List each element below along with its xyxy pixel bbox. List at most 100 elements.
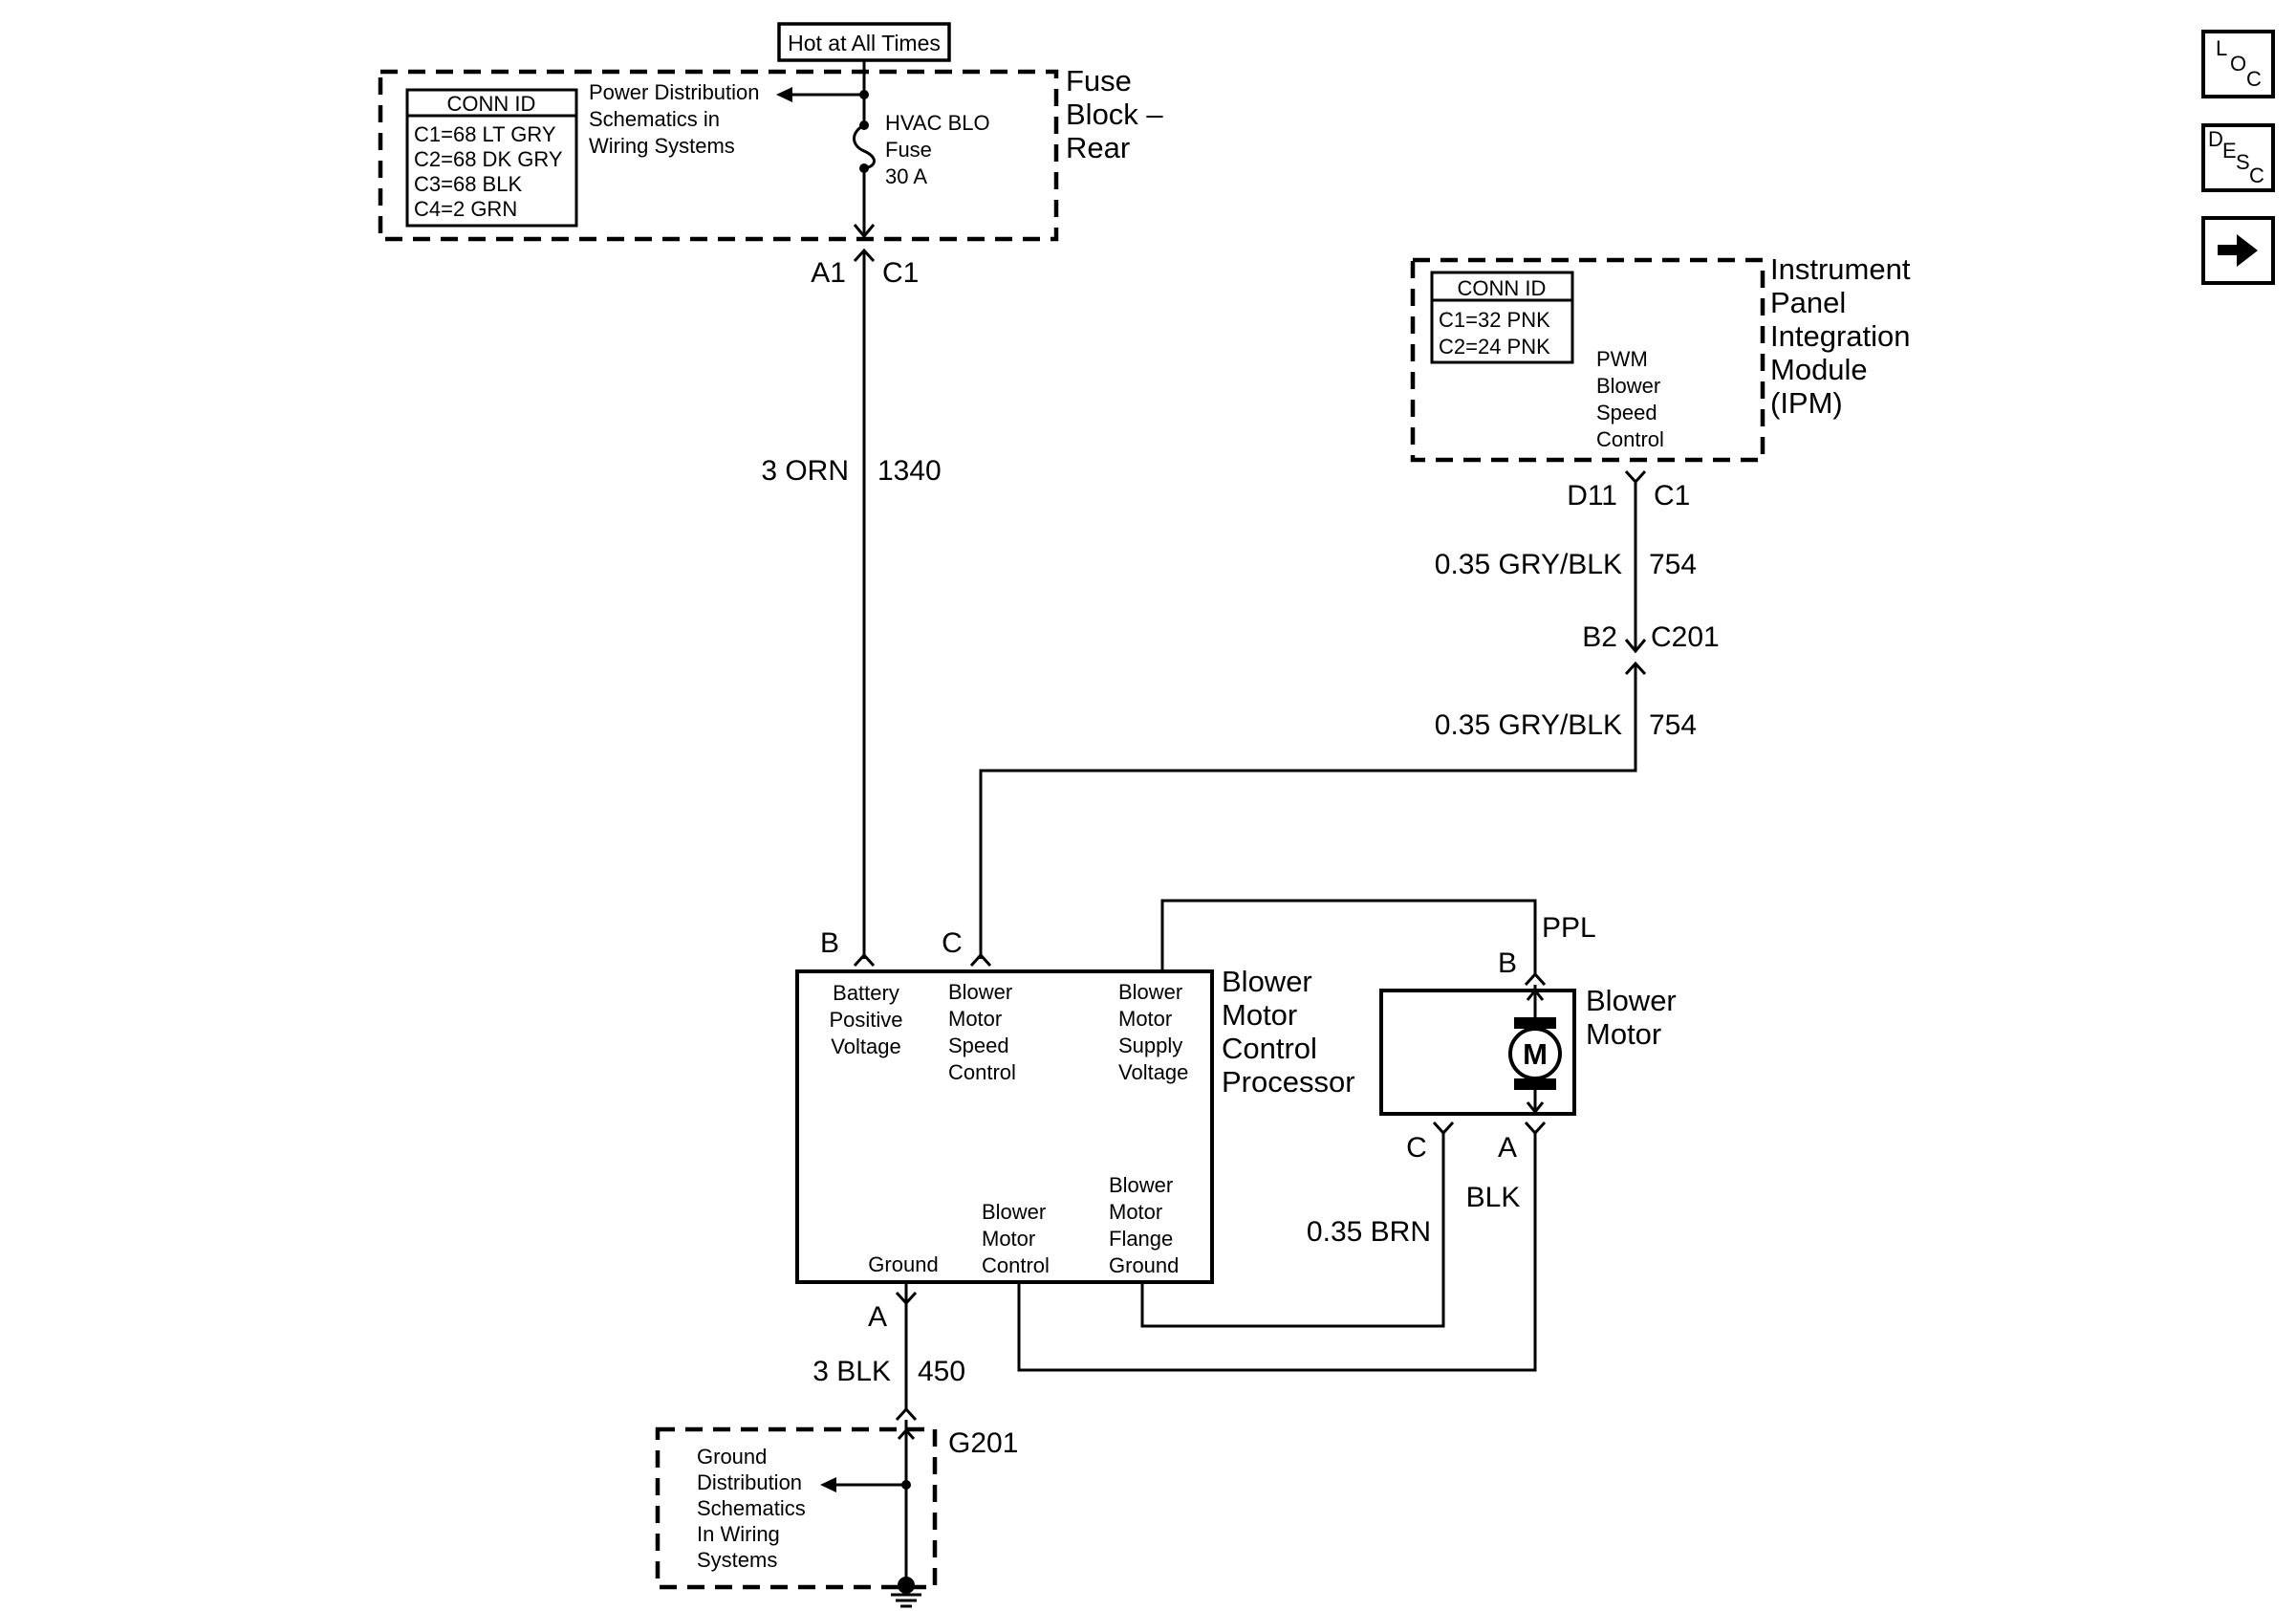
wire-754-lower [979, 664, 1637, 959]
fuse-output-arrow [853, 224, 876, 239]
blower-motor [1379, 989, 1576, 1116]
svg-text:Rear: Rear [1066, 131, 1130, 164]
svg-text:Flange: Flange [1109, 1227, 1173, 1251]
fuse-connector-c1: C1 [882, 257, 919, 289]
svg-text:Fuse: Fuse [885, 138, 932, 162]
c201-label: C201 [1651, 621, 1720, 653]
wire-brn [1140, 1133, 1445, 1328]
wire-754-lower-circuit: 754 [1649, 709, 1697, 741]
svg-text:Blower: Blower [948, 980, 1012, 1004]
ground-inner-arrow [897, 1427, 916, 1440]
wire-450-circuit: 450 [918, 1356, 965, 1387]
svg-text:Systems: Systems [697, 1548, 777, 1572]
ipm-connector-c1: C1 [1654, 480, 1690, 512]
fuse-terminal-top [859, 120, 869, 130]
svg-text:C4=2 GRN: C4=2 GRN [414, 197, 517, 221]
fuse-block-outline [378, 69, 1059, 242]
loc-letter-l: L [2216, 36, 2227, 60]
svg-text:CONN ID: CONN ID [447, 92, 536, 116]
processor-pin-c: C [942, 927, 963, 959]
ground-distribution-outline [655, 1426, 938, 1590]
svg-text:Schematics in: Schematics in [589, 107, 720, 131]
supply-voltage-label: Blower Motor Supply Voltage [1118, 980, 1188, 1084]
svg-text:Battery: Battery [833, 981, 899, 1005]
loc-letter-o: O [2230, 52, 2246, 76]
wire-1340-circuit: 1340 [877, 455, 942, 487]
arrow-right-icon [2218, 234, 2258, 267]
svg-text:Panel: Panel [1770, 286, 1846, 319]
svg-text:C2=24 PNK: C2=24 PNK [1439, 335, 1550, 359]
loc-button[interactable]: L O C [2201, 30, 2275, 98]
motor-pin-c-symbol [1432, 1121, 1455, 1136]
loc-letter-c: C [2246, 67, 2262, 91]
hvac-blo-fuse-label: HVAC BLO Fuse 30 A [885, 111, 990, 188]
motor-pin-b-symbol [1524, 971, 1547, 987]
svg-text:Hot at All Times: Hot at All Times [788, 31, 941, 55]
wire-blk [1017, 1133, 1537, 1372]
desc-letter-d: D [2208, 127, 2223, 151]
ipm-outline [1410, 257, 1765, 463]
processor-pin-c-symbol [969, 952, 992, 968]
ipm-name: Instrument Panel Integration Module (IPM… [1770, 252, 1911, 420]
svg-text:HVAC BLO: HVAC BLO [885, 111, 990, 135]
c201-pin-b2: B2 [1582, 621, 1617, 653]
c201-arrow [1624, 639, 1647, 654]
ipm-pwm-function: PWM Blower Speed Control [1596, 347, 1664, 451]
svg-text:C2=68 DK GRY: C2=68 DK GRY [414, 147, 563, 171]
speed-control-label: Blower Motor Speed Control [948, 980, 1016, 1084]
ipm-conn-id-table: CONN ID C1=32 PNK C2=24 PNK [1430, 271, 1574, 364]
svg-text:Schematics: Schematics [697, 1496, 806, 1520]
desc-letter-c: C [2249, 163, 2264, 187]
fuse-block-name: Fuse Block – Rear [1066, 64, 1163, 164]
motor-pin-a: A [1498, 1132, 1517, 1164]
svg-text:Distribution: Distribution [697, 1470, 802, 1494]
desc-letter-s: S [2236, 150, 2250, 174]
ground-symbol-icon [891, 1593, 921, 1608]
svg-text:Speed: Speed [948, 1034, 1009, 1057]
desc-letter-e: E [2222, 139, 2237, 163]
svg-text:Supply: Supply [1118, 1034, 1182, 1057]
ipm-connector-symbol [1624, 469, 1647, 485]
svg-text:Motor: Motor [1109, 1200, 1162, 1224]
svg-text:Block –: Block – [1066, 98, 1163, 131]
svg-text:Power Distribution: Power Distribution [589, 80, 760, 104]
svg-text:Wiring Systems: Wiring Systems [589, 134, 735, 158]
svg-text:C1=32 PNK: C1=32 PNK [1439, 308, 1550, 332]
svg-text:Ground: Ground [697, 1445, 767, 1469]
power-distribution-reference: Power Distribution Schematics in Wiring … [589, 80, 760, 158]
svg-text:Voltage: Voltage [1118, 1060, 1188, 1084]
svg-text:Control: Control [1596, 427, 1664, 451]
svg-text:Integration: Integration [1770, 319, 1911, 353]
svg-text:Control: Control [948, 1060, 1016, 1084]
ground-point-dot [898, 1577, 915, 1594]
ground-terminal-label: Ground [868, 1252, 938, 1276]
svg-text:Blower: Blower [1222, 965, 1312, 998]
battery-positive-voltage-label: Battery Positive Voltage [829, 981, 902, 1058]
power-distribution-arrowhead [776, 87, 792, 102]
svg-text:Control: Control [1222, 1032, 1317, 1065]
motor-control-label: Blower Motor Control [982, 1200, 1050, 1277]
wire-754-lower-color: 0.35 GRY/BLK [1435, 709, 1622, 741]
processor-pin-b: B [820, 927, 839, 959]
blower-motor-name: Blower Motor [1586, 984, 1677, 1051]
svg-text:Positive: Positive [829, 1008, 902, 1032]
ground-distribution-reference: Ground Distribution Schematics In Wiring… [697, 1445, 806, 1572]
svg-text:Motor: Motor [1586, 1017, 1661, 1051]
processor-pin-b-symbol [853, 952, 876, 968]
desc-button[interactable]: D E S C [2201, 123, 2275, 192]
wire-450-color: 3 BLK [812, 1356, 891, 1387]
svg-text:Control: Control [982, 1253, 1050, 1277]
wire-754-upper-color: 0.35 GRY/BLK [1435, 549, 1622, 580]
motor-symbol-letter: M [1523, 1037, 1548, 1071]
svg-text:Speed: Speed [1596, 401, 1657, 425]
g201-arrow-top [895, 1406, 918, 1422]
wire-754-upper-circuit: 754 [1649, 549, 1697, 580]
wire-1340-color: 3 ORN [761, 455, 849, 487]
ground-g201-label: G201 [948, 1427, 1018, 1459]
hot-at-all-times-label: Hot at All Times [777, 22, 951, 62]
svg-text:C1=68 LT GRY: C1=68 LT GRY [414, 122, 556, 146]
processor-pin-a: A [868, 1301, 887, 1333]
blower-motor-control-processor [795, 969, 1214, 1284]
next-button[interactable] [2201, 216, 2275, 285]
svg-text:In Wiring: In Wiring [697, 1522, 780, 1546]
